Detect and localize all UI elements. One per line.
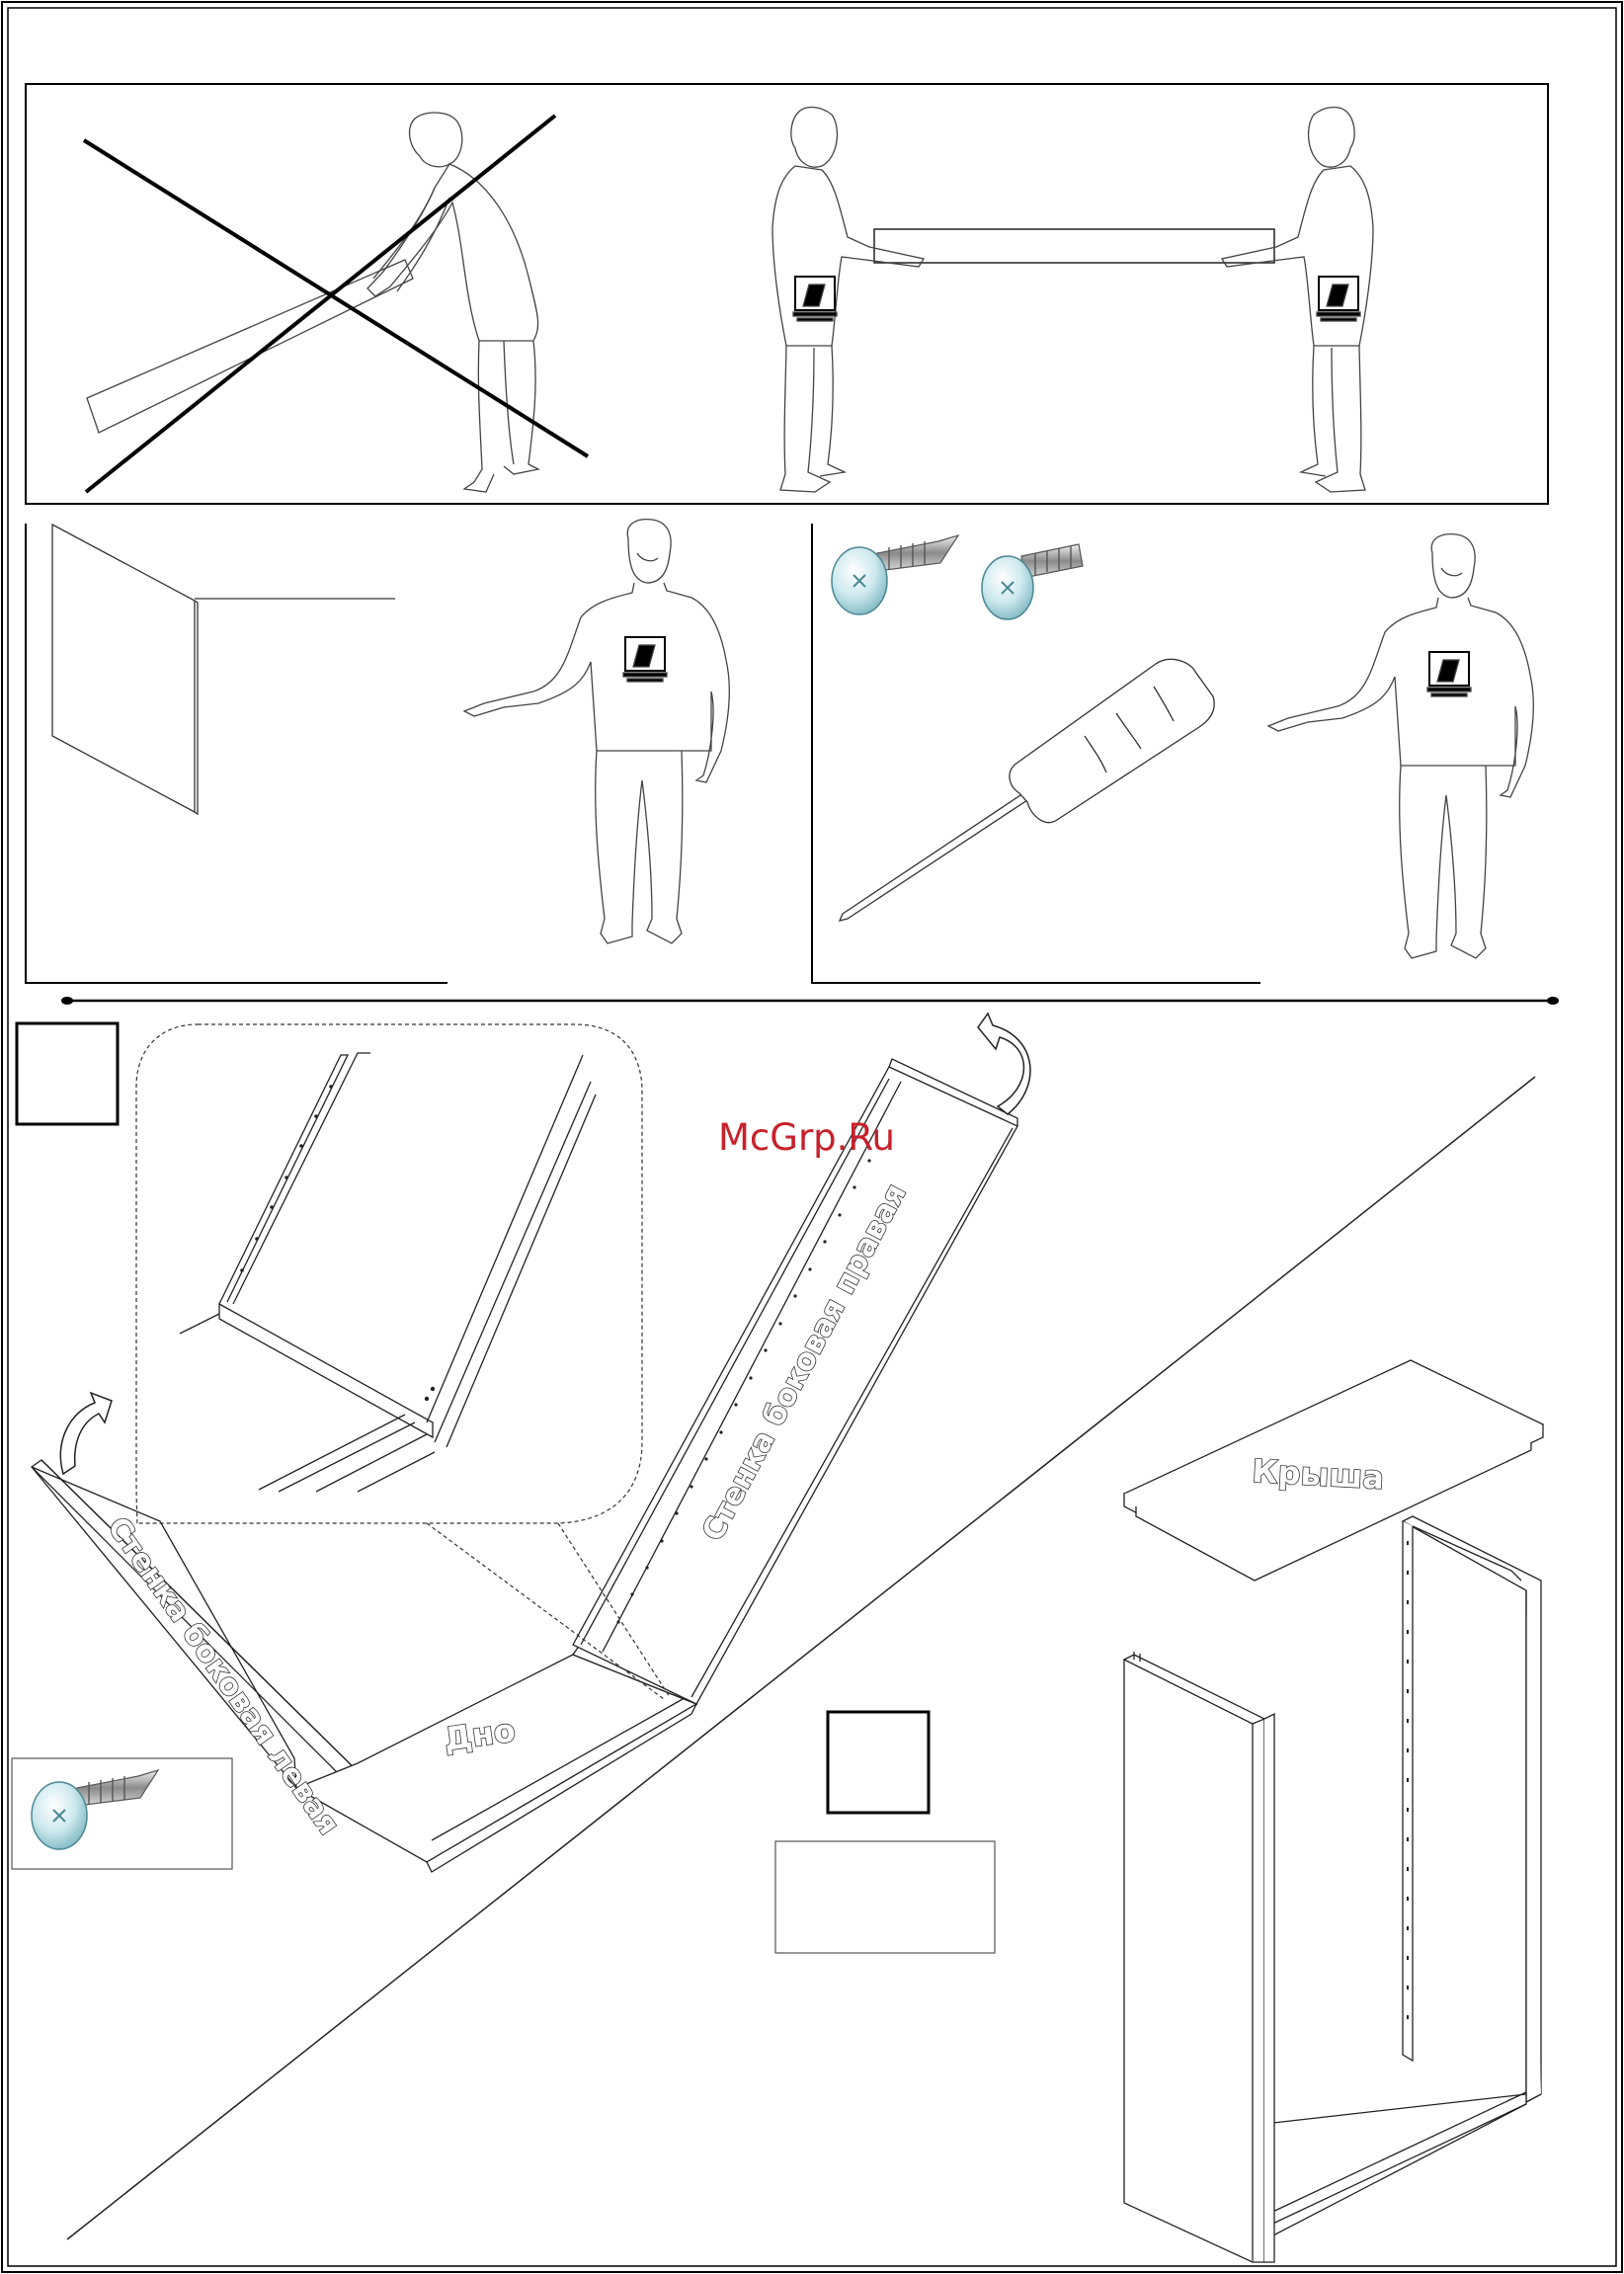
leaning-panel-illustration <box>52 525 395 814</box>
carcass-illustration <box>1124 1516 1541 2262</box>
unfolded-carcass-illustration <box>32 1059 1017 1872</box>
pointing-person-figure <box>464 520 729 943</box>
correct-carry-figure <box>772 108 1373 492</box>
section-frame <box>26 524 447 983</box>
panel-against-wall-section <box>26 520 729 983</box>
rotate-arrow-icon <box>978 1014 1030 1114</box>
label-roof: Крыша <box>1252 1452 1385 1497</box>
carry-instruction-panel <box>26 84 1548 504</box>
step-number-box <box>828 1712 929 1813</box>
screw-icon <box>32 1770 158 1849</box>
screwdriver-icon <box>840 659 1214 921</box>
step-number-box <box>17 1023 118 1124</box>
watermark: McGrp.Ru <box>718 1116 895 1159</box>
pointing-person-figure <box>1268 534 1533 958</box>
detail-callout <box>136 1024 670 1699</box>
screw-legend <box>12 1758 232 1869</box>
rotate-arrow-icon <box>60 1393 112 1474</box>
tools-section <box>812 524 1533 983</box>
screw-icon <box>832 535 958 614</box>
section-divider <box>61 997 1559 1005</box>
carried-panel <box>874 229 1274 263</box>
quantity-box <box>775 1841 995 1953</box>
screw-icon <box>982 544 1083 619</box>
